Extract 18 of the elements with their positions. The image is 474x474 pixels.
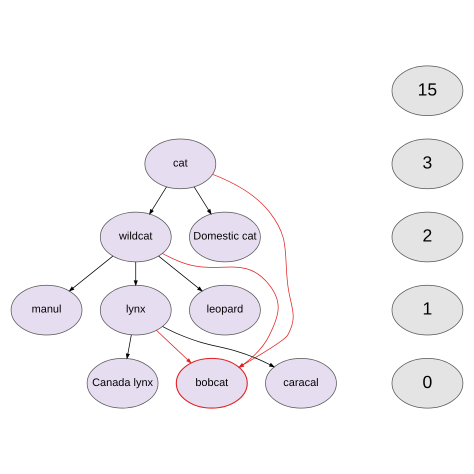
arrow xyxy=(149,186,167,215)
arrow xyxy=(156,330,192,364)
node-ellipse: lynx xyxy=(100,284,172,336)
arrow xyxy=(134,262,138,286)
arrow xyxy=(194,186,212,215)
node-ellipse: 15 xyxy=(392,66,464,116)
arrow xyxy=(158,256,203,292)
node-ellipse: wildcat xyxy=(100,212,172,262)
node-ellipse: caracal xyxy=(265,358,337,408)
arrow xyxy=(126,334,132,360)
node-ellipse: 1 xyxy=(392,284,464,336)
arrow xyxy=(68,256,114,292)
node-ellipse: 0 xyxy=(392,358,464,408)
node-ellipse: cat xyxy=(144,138,216,190)
node-ellipse: 2 xyxy=(392,212,464,262)
node-ellipse: 3 xyxy=(392,138,464,190)
node-ellipse: Canada lynx xyxy=(86,358,158,408)
node-ellipse: Domestic cat xyxy=(189,212,261,262)
